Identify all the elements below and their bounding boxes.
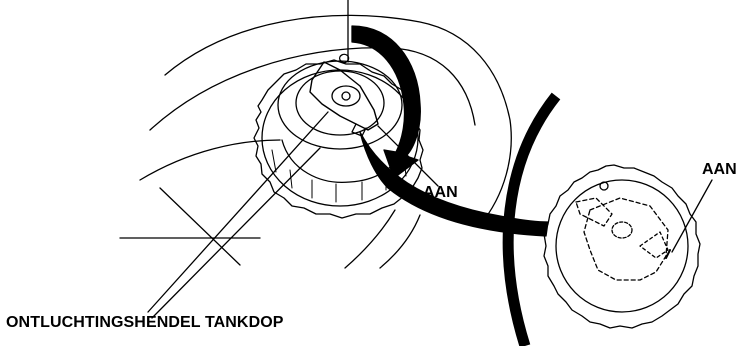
vent-lever-leader-2: [152, 148, 320, 318]
aan-label-detail: AAN: [702, 162, 737, 178]
turn-direction-arrow: [352, 26, 420, 178]
fuel-tank-outline: [120, 15, 511, 268]
vent-lever: [310, 54, 378, 136]
vent-lever-leader: [148, 112, 328, 312]
vent-lever-label: ONTLUCHTINGSHENDEL TANKDOP: [6, 315, 284, 331]
aan-label-main: AAN: [423, 185, 458, 201]
detail-cap: [544, 165, 700, 328]
aan-leader-detail: [672, 180, 712, 252]
